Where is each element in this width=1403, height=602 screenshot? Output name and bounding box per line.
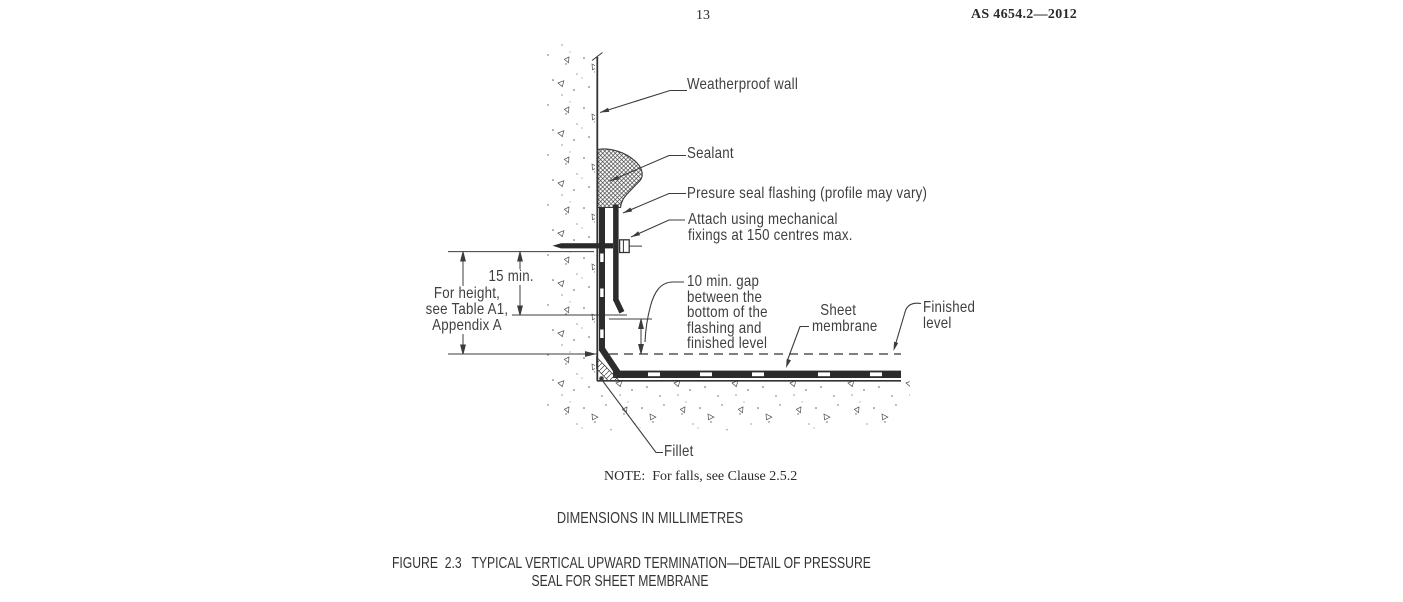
figure-note: NOTE: For falls, see Clause 2.5.2 <box>604 469 798 484</box>
label-gap-note: 10 min. gap between the bottom of the fl… <box>687 273 768 352</box>
label-pressure-seal-flashing: Presure seal flashing (profile may vary) <box>687 185 928 202</box>
label-finished-level: Finished level <box>923 299 976 332</box>
standard-reference: AS 4654.2—2012 <box>971 7 1078 22</box>
figure-caption: FIGURE 2.3 TYPICAL VERTICAL UPWARD TERMI… <box>392 555 871 590</box>
dimension-extension-lines <box>448 251 652 355</box>
page-number: 13 <box>696 8 710 23</box>
label-weatherproof-wall: Weatherproof wall <box>687 76 799 93</box>
label-sealant: Sealant <box>687 145 734 162</box>
mechanical-fixing-bolt <box>552 239 642 254</box>
dimension-15-min: 15 min. <box>486 269 537 285</box>
label-mechanical-fixing: Attach using mechanical fixings at 150 c… <box>688 211 853 244</box>
label-fillet: Fillet <box>664 443 694 460</box>
pressure-seal-flashing-shape <box>613 204 625 314</box>
fillet-shape <box>596 356 620 381</box>
concrete-wall-and-slab <box>545 44 910 432</box>
dimension-lines <box>460 251 644 357</box>
sheet-membrane-shape <box>598 207 901 378</box>
leader-lines <box>599 89 922 454</box>
leader-arrowheads <box>599 107 899 381</box>
wall-face-line <box>591 52 901 382</box>
label-sheet-membrane: Sheet membrane <box>812 302 878 335</box>
units-note: DIMENSIONS IN MILLIMETRES <box>556 510 744 527</box>
dimension-height-reference: For height, see Table A1, Appendix A <box>423 286 511 334</box>
sealant-bead <box>597 148 643 209</box>
